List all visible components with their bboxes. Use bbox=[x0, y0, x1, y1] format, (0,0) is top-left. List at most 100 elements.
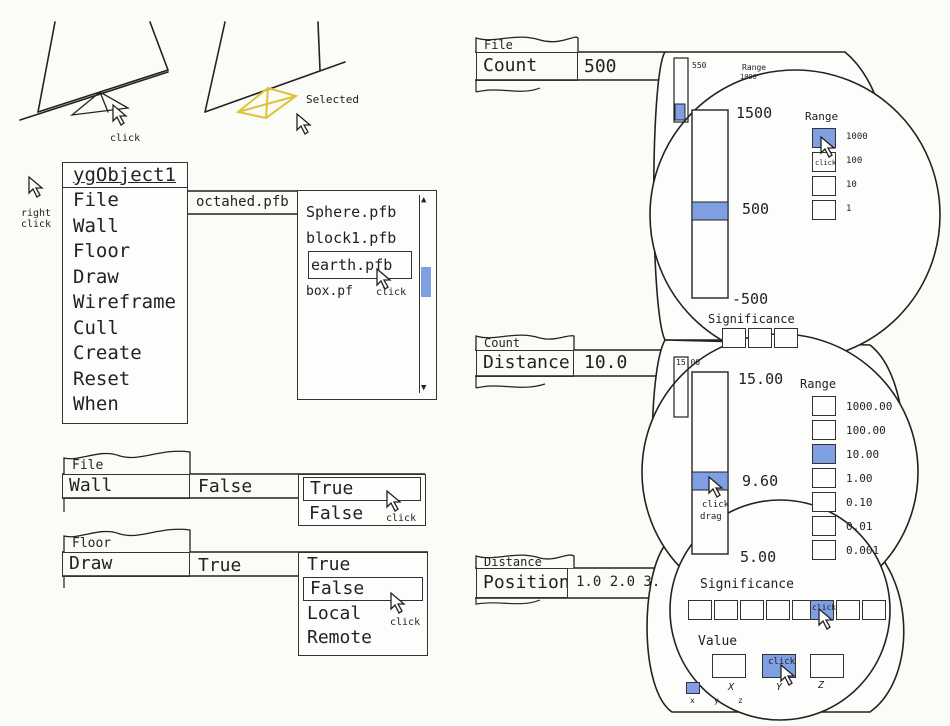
wall-value[interactable]: False bbox=[198, 476, 253, 497]
count-label: Count bbox=[476, 52, 578, 81]
distance-torn-label: Count bbox=[484, 336, 521, 350]
menu-item-cull[interactable]: Cull bbox=[73, 316, 119, 339]
position-small-axis-label: y bbox=[714, 696, 719, 705]
draw-option-false[interactable]: False bbox=[303, 577, 423, 601]
draw-option-local[interactable]: Local bbox=[307, 603, 362, 624]
file-option[interactable]: block1.pfb bbox=[306, 229, 397, 247]
right-click-note: right click bbox=[20, 208, 52, 230]
count-range-option[interactable] bbox=[812, 200, 836, 220]
wall-torn-label: File bbox=[72, 458, 104, 473]
count-range-value: 100 bbox=[846, 156, 863, 166]
cursor-icon bbox=[386, 489, 402, 512]
wall-click-note: click bbox=[386, 513, 417, 524]
draw-value[interactable]: True bbox=[198, 555, 242, 576]
count-range-option[interactable] bbox=[812, 176, 836, 196]
click-note: click bbox=[110, 133, 141, 144]
position-axis-label: Y bbox=[776, 682, 783, 693]
count-slider-min: -500 bbox=[732, 290, 769, 308]
position-axis-box[interactable] bbox=[712, 654, 746, 678]
scroll-up-icon[interactable]: ▲ bbox=[421, 195, 427, 205]
count-value[interactable]: 500 bbox=[584, 56, 617, 77]
cursor-icon bbox=[708, 475, 724, 498]
menu-item-wireframe[interactable]: Wireframe bbox=[73, 291, 176, 313]
count-slider-thumb bbox=[691, 201, 729, 221]
count-range-value: 1 bbox=[846, 204, 852, 214]
position-small-axis-box[interactable] bbox=[686, 682, 700, 694]
menu-item-floor[interactable]: Floor bbox=[73, 240, 131, 262]
draw-torn-label: Floor bbox=[72, 536, 112, 551]
position-small-axis-label: z bbox=[738, 696, 743, 705]
distance-range-option[interactable] bbox=[812, 396, 836, 416]
count-range-value: 1000 bbox=[846, 132, 868, 142]
menu-item-draw[interactable]: Draw bbox=[73, 265, 119, 288]
menu-item-reset[interactable]: Reset bbox=[73, 367, 131, 390]
position-axis-label: Z bbox=[818, 680, 825, 691]
cursor-icon bbox=[28, 175, 44, 198]
menu-item-create[interactable]: Create bbox=[73, 342, 142, 364]
distance-slider-current: 9.60 bbox=[742, 472, 779, 490]
draw-options: True False Local Remote bbox=[298, 552, 428, 656]
distance-range-option[interactable] bbox=[812, 516, 836, 536]
distance-range-value: 0.01 bbox=[846, 520, 873, 533]
wall-option-false[interactable]: False bbox=[309, 503, 364, 524]
file-option[interactable]: box.pf bbox=[306, 284, 353, 299]
count-small-max: 550 bbox=[692, 61, 707, 70]
scroll-down-icon[interactable]: ▼ bbox=[421, 383, 427, 393]
position-value[interactable]: 1.0 2.0 3. bbox=[576, 574, 661, 590]
menu-item-file[interactable]: File bbox=[73, 189, 119, 211]
file-scrollbar[interactable]: ▲ ▼ bbox=[419, 195, 432, 393]
distance-significance-box[interactable] bbox=[836, 600, 860, 620]
file-option-selected[interactable]: earth.pfb bbox=[308, 251, 412, 279]
menu-item-when[interactable]: When bbox=[73, 393, 119, 415]
context-menu: ygObject1 File Wall Floor Draw Wireframe… bbox=[62, 162, 188, 424]
scroll-thumb[interactable] bbox=[421, 267, 431, 297]
distance-range-option[interactable] bbox=[812, 540, 836, 560]
cursor-icon bbox=[820, 135, 836, 158]
distance-small-max: 15.00 bbox=[676, 358, 701, 367]
distance-significance-box[interactable] bbox=[740, 600, 764, 620]
position-label: Position bbox=[476, 568, 568, 598]
cursor-icon bbox=[390, 591, 406, 614]
count-torn-label: File bbox=[484, 38, 513, 52]
file-field-value[interactable]: octahed.pfb bbox=[196, 194, 289, 210]
position-axis-box[interactable] bbox=[810, 654, 844, 678]
cursor-icon bbox=[112, 103, 128, 126]
distance-range-option[interactable] bbox=[812, 444, 836, 464]
distance-slider-min: 5.00 bbox=[740, 548, 777, 566]
count-significance-box[interactable] bbox=[774, 328, 798, 348]
distance-range-option[interactable] bbox=[812, 420, 836, 440]
count-small-range-label: Range bbox=[742, 63, 767, 72]
count-range-value: 10 bbox=[846, 180, 857, 190]
count-significance-box[interactable] bbox=[722, 328, 746, 348]
scene1-wall-edge bbox=[149, 21, 169, 71]
distance-significance-box[interactable] bbox=[766, 600, 790, 620]
distance-range-value: 1.00 bbox=[846, 472, 873, 485]
cursor-icon bbox=[818, 607, 834, 630]
distance-range-option[interactable] bbox=[812, 492, 836, 512]
menu-item-wall[interactable]: Wall bbox=[73, 214, 119, 237]
distance-significance-box[interactable] bbox=[688, 600, 712, 620]
wall-options: True False bbox=[298, 474, 426, 526]
distance-range-value: 1000.00 bbox=[846, 400, 893, 413]
distance-significance-box[interactable] bbox=[714, 600, 738, 620]
position-axis-label: X bbox=[728, 682, 735, 693]
count-significance-label: Significance bbox=[708, 312, 795, 326]
distance-range-value: 100.00 bbox=[846, 424, 886, 437]
position-click-note: click bbox=[768, 657, 796, 667]
file-list: Sphere.pfb block1.pfb earth.pfb box.pf c… bbox=[297, 190, 437, 400]
context-menu-title: ygObject1 bbox=[63, 163, 187, 188]
cursor-icon bbox=[296, 112, 312, 135]
draw-click-note: click bbox=[390, 617, 421, 628]
distance-drag-note: drag bbox=[700, 512, 722, 522]
distance-value[interactable]: 10.0 bbox=[584, 352, 628, 373]
distance-significance-box[interactable] bbox=[862, 600, 886, 620]
draw-option-remote[interactable]: Remote bbox=[307, 627, 373, 648]
file-option[interactable]: Sphere.pfb bbox=[306, 203, 397, 221]
draw-option-true[interactable]: True bbox=[307, 554, 351, 575]
count-significance-box[interactable] bbox=[748, 328, 772, 348]
distance-range-value: 0.10 bbox=[846, 496, 873, 509]
count-range-label: Range bbox=[805, 110, 839, 123]
wall-option-true[interactable]: True bbox=[303, 477, 421, 501]
distance-range-option[interactable] bbox=[812, 468, 836, 488]
distance-label: Distance bbox=[476, 350, 574, 377]
